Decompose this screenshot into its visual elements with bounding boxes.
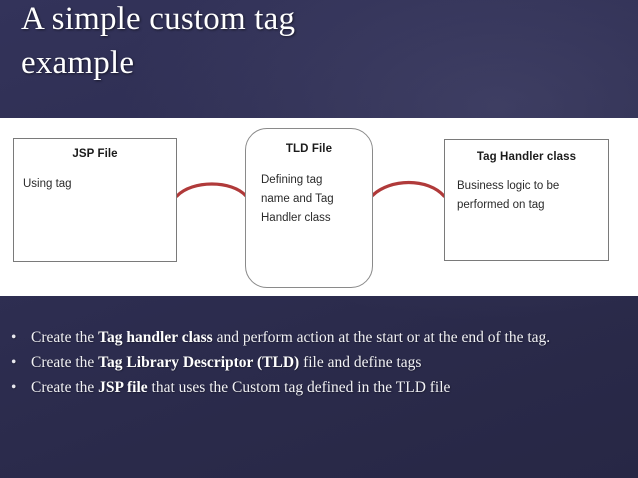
connector-jsp-to-tld (175, 182, 248, 198)
slide-title: A simple custom tag example (21, 1, 296, 81)
diagram-box-tld-file[interactable]: TLD File Defining tag name and Tag Handl… (245, 128, 373, 288)
diagram-box-jsp-file-body: Using tag (23, 178, 72, 190)
connector-tld-to-handler (370, 180, 446, 198)
diagram-box-tag-handler-class-title: Tag Handler class (476, 151, 577, 163)
diagram-box-jsp-file[interactable]: JSP File Using tag (13, 138, 177, 262)
bullet-marker-icon: • (11, 329, 17, 346)
bullet-marker-icon: • (11, 354, 17, 371)
bullet-marker-icon: • (11, 379, 17, 396)
bullet-item-2-pre: Create the (31, 354, 99, 371)
diagram-box-jsp-file-title: JSP File (72, 148, 118, 160)
diagram-box-tag-handler-class[interactable]: Tag Handler class Business logic to be p… (444, 139, 609, 261)
diagram-box-tag-handler-class-body: Business logic to be performed on tag (457, 180, 560, 211)
bullet-item-2: • Create the Tag Library Descriptor (TLD… (0, 350, 638, 375)
bullet-item-3-pre: Create the (31, 379, 99, 396)
bullet-item-3-bold: JSP file (98, 379, 148, 396)
diagram-box-tld-file-title: TLD File (285, 143, 333, 155)
bullet-item-1: • Create the Tag handler class and perfo… (0, 325, 638, 350)
bullet-list: • Create the Tag handler class and perfo… (0, 325, 638, 400)
bullet-item-1-post: and perform action at the start or at th… (212, 329, 551, 346)
diagram-box-tld-file-body: Defining tag name and Tag Handler class (261, 174, 334, 224)
bullet-item-3: • Create the JSP file that uses the Cust… (0, 375, 638, 400)
bullet-item-3-post: that uses the Custom tag defined in the … (147, 379, 451, 396)
bullet-item-2-post: file and define tags (299, 354, 422, 371)
bullet-item-1-bold: Tag handler class (98, 329, 213, 346)
bullet-item-1-pre: Create the (31, 329, 99, 346)
diagram-panel: JSP File Using tag TLD File Defining tag… (0, 118, 638, 296)
bullet-item-2-bold: Tag Library Descriptor (TLD) (98, 354, 300, 371)
